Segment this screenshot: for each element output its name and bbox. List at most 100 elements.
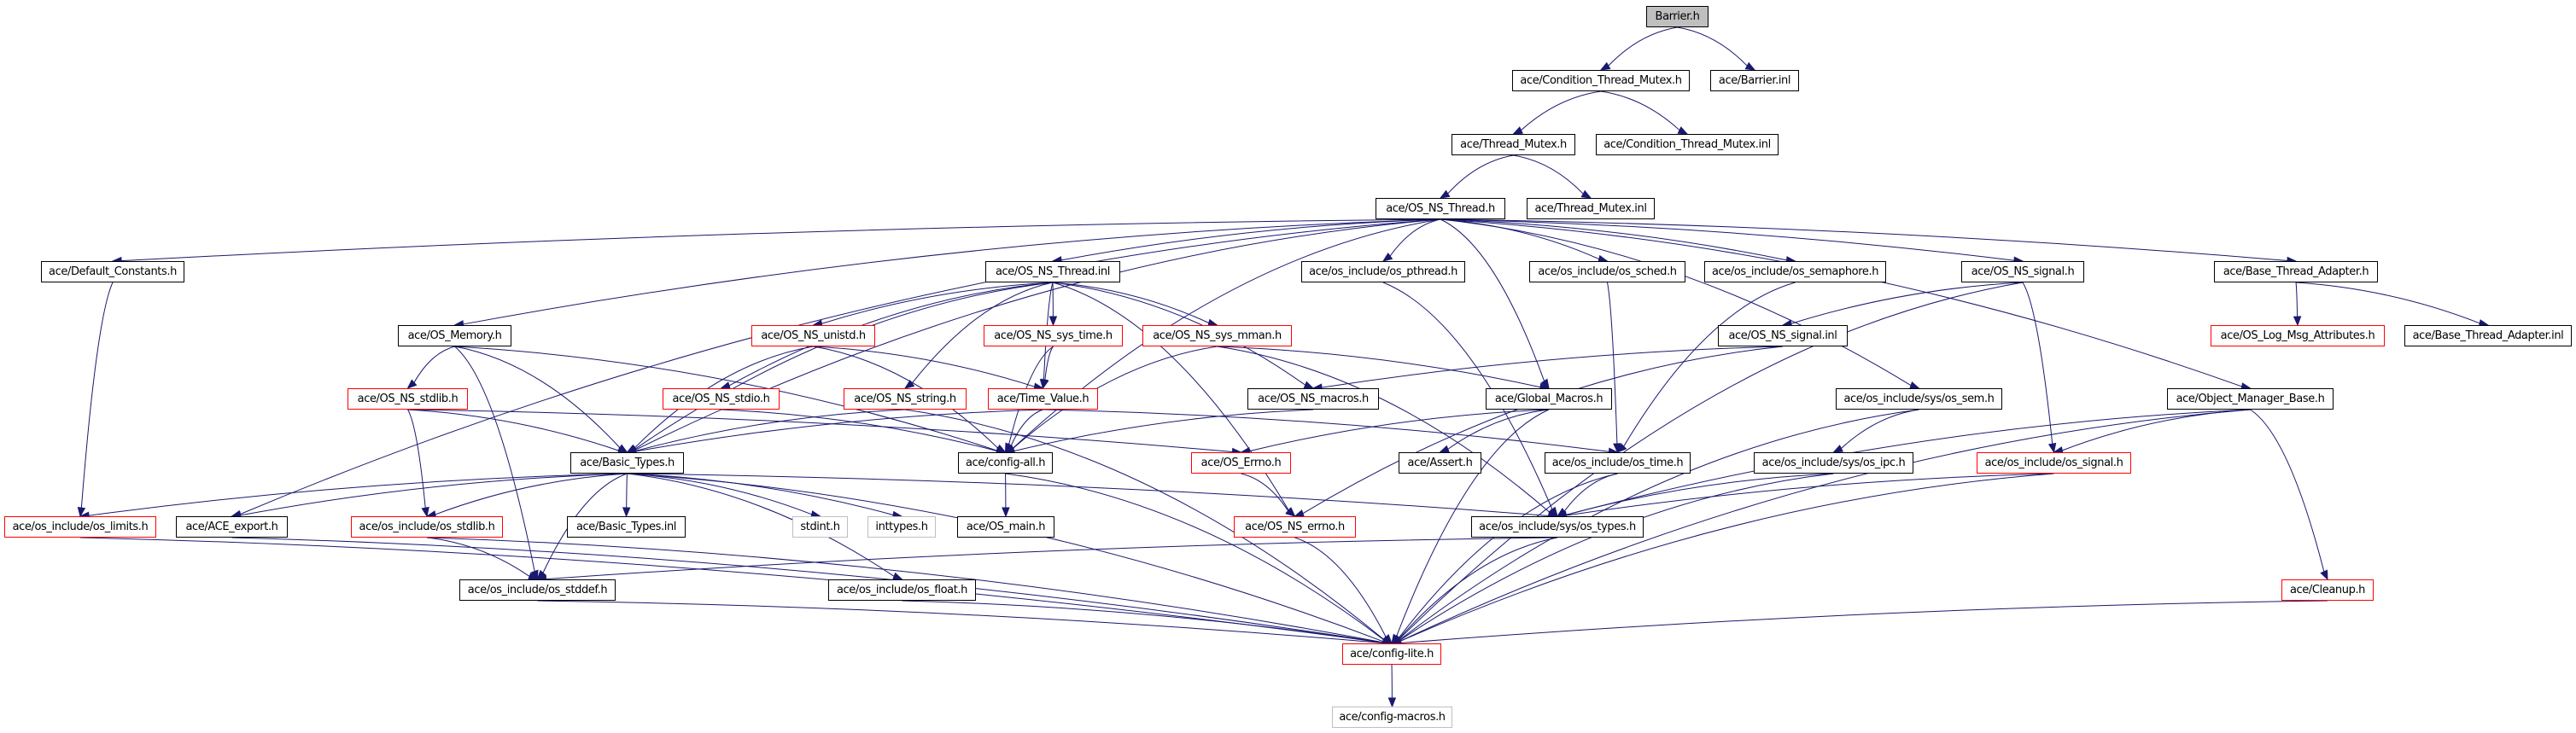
node-os-time-h[interactable]: ace/os_include/os_time.h [1545, 452, 1691, 474]
node-os-ns-unistd-h[interactable]: ace/OS_NS_unistd.h [751, 325, 875, 346]
node-basic-types-inl[interactable]: ace/Basic_Types.inl [567, 516, 686, 538]
edge-os_ns_thread_h-to-os_ns_signal_h [1440, 218, 2015, 261]
node-barrier-inl[interactable]: ace/Barrier.inl [1710, 70, 1799, 91]
node-os-ipc-h[interactable]: ace/os_include/sys/os_ipc.h [1754, 452, 1913, 474]
edge-os_types_h-to-os_stddef_h [546, 537, 1558, 580]
node-assert-h[interactable]: ace/Assert.h [1399, 452, 1481, 474]
node-os-types-h[interactable]: ace/os_include/sys/os_types.h [1471, 516, 1644, 538]
edge-base_thread_adapter_h-to-base_thread_adapter_inl [2295, 282, 2480, 324]
node-os-memory-h[interactable]: ace/OS_Memory.h [398, 325, 511, 346]
node-os-ns-thread-inl[interactable]: ace/OS_NS_Thread.inl [985, 261, 1120, 282]
node-os-ns-sys-time-h[interactable]: ace/OS_NS_sys_time.h [984, 325, 1123, 346]
arrowhead-icon [1613, 443, 1621, 454]
arrowhead-icon [77, 506, 86, 518]
node-os-ns-signal-h[interactable]: ace/OS_NS_signal.h [1961, 261, 2084, 282]
arrowhead-icon [1677, 126, 1689, 135]
edge-os_ns_thread_inl-to-time_value_h [1043, 282, 1054, 381]
edge-os_ns_sys_time_h-to-config_all_h [1008, 346, 1054, 445]
node-os-semaphore-h[interactable]: ace/os_include/os_semaphore.h [1704, 261, 1886, 282]
arrowhead-icon [1548, 506, 1558, 518]
edge-os_ns_thread_inl-to-os_ns_macros_h [1052, 282, 1306, 386]
edge-os_signal_h-to-config_lite_h [1399, 473, 2054, 642]
node-basic-types-h[interactable]: ace/Basic_Types.h [570, 452, 684, 474]
edge-os_sem_h-to-config_lite_h [1399, 409, 1919, 641]
edge-os_ns_stdio_h-to-config_all_h [721, 409, 997, 451]
edge-os_ns_thread_h-to-default_constants_h [120, 218, 1441, 262]
arrowhead-icon [1002, 507, 1010, 518]
edge-os_ns_signal_inl-to-os_ns_macros_h [1321, 346, 1784, 388]
node-ace-export-h[interactable]: ace/ACE_export.h [176, 516, 288, 538]
edge-time_value_h-to-basic_types_h [635, 409, 1043, 452]
edge-os_ns_thread_inl-to-os_ns_sys_mman_h [1052, 282, 1210, 323]
node-os-ns-stdlib-h[interactable]: ace/OS_NS_stdlib.h [348, 388, 468, 410]
node-os-ns-macros-h[interactable]: ace/OS_NS_macros.h [1247, 388, 1379, 410]
edge-ace_export_h-to-config_lite_h [231, 537, 1384, 643]
edge-os_stdlib_h-to-os_stddef_h [426, 537, 530, 577]
node-base-thread-adapter-inl[interactable]: ace/Base_Thread_Adapter.inl [2404, 325, 2572, 346]
node-os-ns-signal-inl[interactable]: ace/OS_NS_signal.inl [1718, 325, 1848, 346]
edge-os_time_h-to-os_types_h [1563, 473, 1618, 512]
edge-os_ns_unistd_h-to-time_value_h [813, 346, 1035, 387]
arrowhead-icon [1744, 61, 1756, 71]
node-cleanup-h[interactable]: ace/Cleanup.h [2281, 579, 2374, 601]
edge-basic_types_h-to-basic_types_inl [626, 473, 628, 509]
edge-time_value_h-to-config_all_h [1010, 409, 1043, 446]
node-stdint-h: stdint.h [792, 516, 848, 538]
edge-config_all_h-to-config_lite_h [1005, 473, 1385, 641]
node-os-limits-h[interactable]: ace/os_include/os_limits.h [4, 516, 156, 538]
node-base-thread-adapter-h[interactable]: ace/Base_Thread_Adapter.h [2214, 261, 2378, 282]
node-os-ns-thread-h[interactable]: ace/OS_NS_Thread.h [1376, 198, 1505, 219]
edge-time_value_h-to-os_time_h [1043, 409, 1609, 452]
edge-os_ns_signal_h-to-os_ns_signal_inl [1790, 282, 2024, 324]
edge-os_ns_unistd_h-to-basic_types_h [634, 346, 814, 449]
node-os-pthread-h[interactable]: ace/os_include/os_pthread.h [1301, 261, 1465, 282]
edge-global_macros_h-to-assert_h [1447, 409, 1550, 450]
edge-os_ns_sys_mman_h-to-global_macros_h [1217, 346, 1541, 388]
arrowhead-icon [1041, 378, 1049, 390]
node-os-errno-h[interactable]: ace/OS_Errno.h [1191, 452, 1291, 474]
node-os-ns-errno-h[interactable]: ace/OS_NS_errno.h [1234, 516, 1356, 538]
edge-os_ns_stdlib_h-to-os_stdlib_h [407, 409, 426, 509]
node-os-stddef-h[interactable]: ace/os_include/os_stddef.h [459, 579, 616, 601]
arrowhead-icon [1439, 189, 1451, 199]
arrowhead-icon [2320, 569, 2328, 581]
edge-os_memory_h-to-os_stddef_h [454, 346, 535, 572]
node-os-main-h[interactable]: ace/OS_main.h [957, 516, 1054, 538]
edge-os_ns_thread_h-to-os_pthread_h [1389, 218, 1441, 257]
node-config-all-h[interactable]: ace/config-all.h [958, 452, 1053, 474]
edge-basic_types_h-to-stdint_h [627, 473, 812, 515]
node-os-log-msg-attributes-h[interactable]: ace/OS_Log_Msg_Attributes.h [2211, 325, 2385, 346]
node-os-ns-sys-mman-h[interactable]: ace/OS_NS_sys_mman.h [1142, 325, 1292, 346]
node-object-manager-base-h[interactable]: ace/Object_Manager_Base.h [2167, 388, 2334, 410]
arrowhead-icon [2047, 442, 2057, 454]
node-default-constants-h[interactable]: ace/Default_Constants.h [41, 261, 184, 282]
edge-os_ns_sys_mman_h-to-config_all_h [1013, 346, 1218, 449]
arrowhead-icon [1285, 507, 1296, 517]
node-os-sem-h[interactable]: ace/os_include/sys/os_sem.h [1836, 388, 2002, 410]
node-thread-mutex-h[interactable]: ace/Thread_Mutex.h [1452, 134, 1575, 155]
node-os-ns-stdio-h[interactable]: ace/OS_NS_stdio.h [663, 388, 780, 410]
node-os-float-h[interactable]: ace/os_include/os_float.h [828, 579, 976, 601]
node-os-sched-h[interactable]: ace/os_include/os_sched.h [1529, 261, 1685, 282]
edge-barrier_h-to-barrier_inl [1677, 26, 1748, 67]
edge-os_ns_thread_h-to-os_ns_thread_inl [1060, 218, 1441, 261]
edge-basic_types_h-to-os_stddef_h [542, 473, 628, 573]
node-cond-tm-inl[interactable]: ace/Condition_Thread_Mutex.inl [1596, 134, 1779, 155]
node-global-macros-h[interactable]: ace/Global_Macros.h [1486, 388, 1612, 410]
edge-os_ns_sys_mman_h-to-os_types_h [1217, 346, 1551, 513]
arrowhead-icon [2293, 316, 2302, 327]
node-os-ns-string-h[interactable]: ace/OS_NS_string.h [844, 388, 967, 410]
node-os-stdlib-h[interactable]: ace/os_include/os_stdlib.h [351, 516, 503, 538]
node-os-signal-h[interactable]: ace/os_include/os_signal.h [1977, 452, 2131, 474]
node-time-value-h[interactable]: ace/Time_Value.h [988, 388, 1098, 410]
edge-os_ns_thread_inl-to-os_ns_unistd_h [821, 282, 1054, 324]
edge-os_ns_sys_time_h-to-time_value_h [1044, 346, 1054, 381]
edge-basic_types_h-to-os_stdlib_h [435, 473, 628, 515]
arrowhead-icon [421, 506, 429, 518]
node-config-lite-h[interactable]: ace/config-lite.h [1342, 643, 1441, 665]
arrowhead-icon [406, 379, 418, 389]
edge-global_macros_h-to-os_errno_h [1249, 409, 1550, 452]
node-cond-tm-h[interactable]: ace/Condition_Thread_Mutex.h [1512, 70, 1690, 91]
node-thread-mutex-inl[interactable]: ace/Thread_Mutex.inl [1527, 198, 1655, 219]
